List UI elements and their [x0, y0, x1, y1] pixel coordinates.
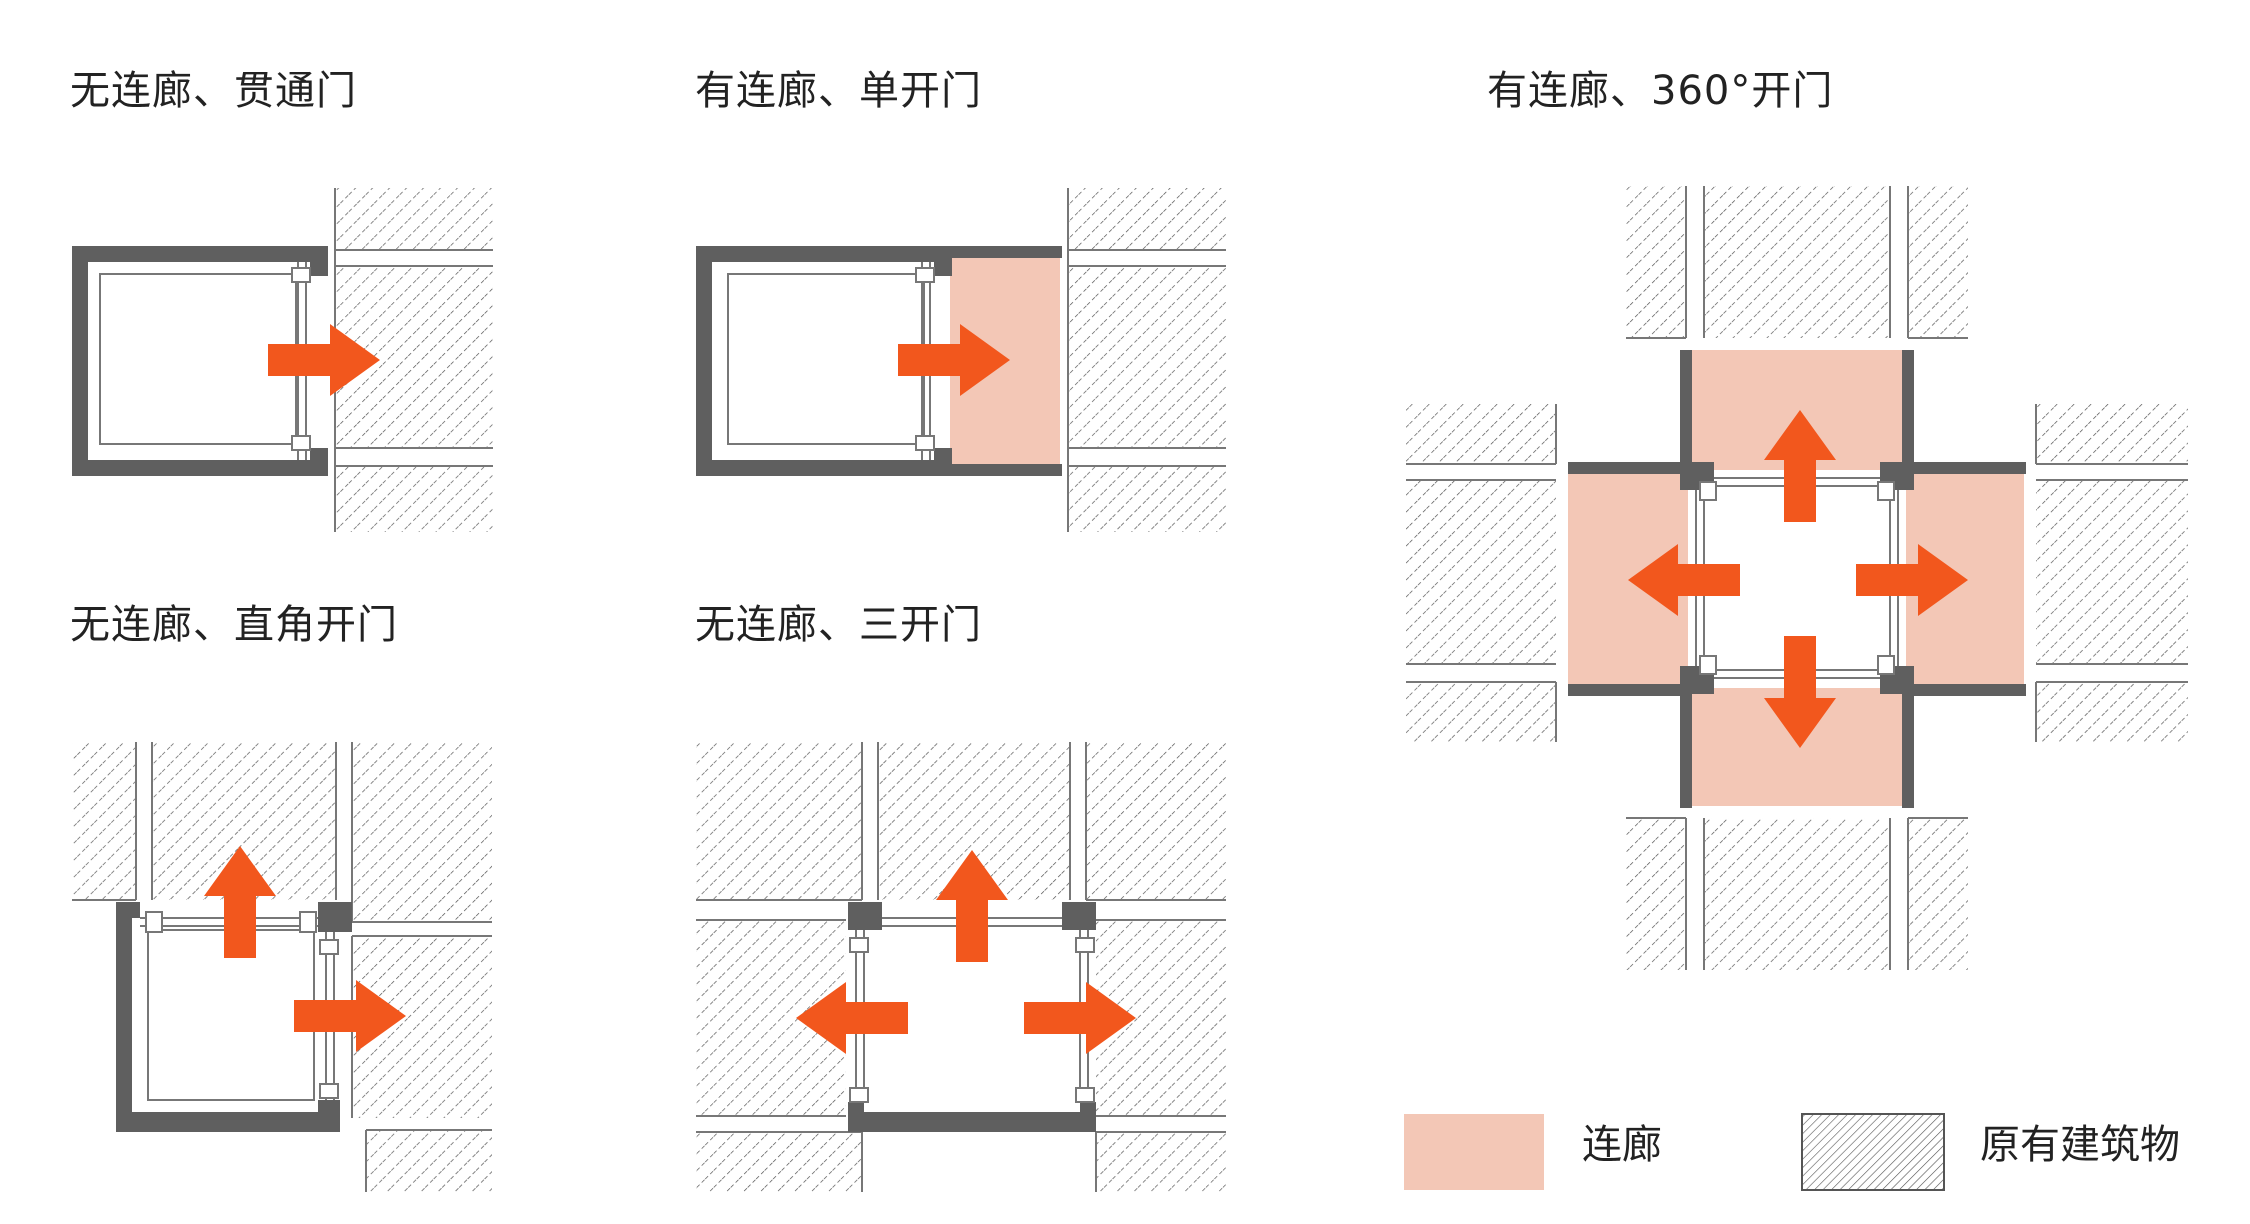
existing-building-block	[352, 742, 492, 922]
existing-building-block	[696, 1132, 862, 1192]
existing-building-block	[1068, 466, 1226, 532]
existing-building-block	[2036, 682, 2188, 742]
legend	[1404, 1113, 1945, 1191]
panel-single-door	[696, 188, 1226, 532]
panel-title-single-door: 有连廊、单开门	[695, 68, 982, 114]
existing-building-block	[696, 742, 862, 900]
existing-building-block	[1406, 682, 1556, 742]
panel-through-door	[72, 188, 493, 532]
existing-building-block	[1068, 266, 1226, 448]
panel-title-360-door: 有连廊、360°开门	[1487, 68, 1834, 114]
legend-label-corridor: 连廊	[1582, 1122, 1662, 1168]
existing-building-block	[1068, 188, 1226, 250]
existing-building-block	[1406, 404, 1556, 464]
panel-title-right-angle-door: 无连廊、直角开门	[70, 602, 398, 648]
existing-building-block	[1626, 186, 1686, 338]
existing-building-block	[1908, 818, 1968, 970]
elevator-car	[99, 273, 297, 445]
existing-building-block	[366, 1130, 492, 1192]
existing-building-block	[1626, 818, 1686, 970]
existing-building-block	[1086, 742, 1226, 900]
panel-right-angle-door	[72, 742, 492, 1192]
legend-swatch-corridor	[1404, 1114, 1544, 1190]
panel-360-door	[1406, 186, 2188, 970]
elevator-shaft-wall	[848, 1102, 1096, 1132]
existing-building-block	[72, 742, 136, 900]
legend-label-existing-building: 原有建筑物	[1980, 1122, 2180, 1168]
existing-building-block	[1704, 818, 1890, 970]
existing-building-block	[1704, 186, 1890, 338]
existing-building-block	[335, 466, 493, 532]
panel-title-through-door: 无连廊、贯通门	[70, 68, 357, 114]
existing-building-block	[2036, 404, 2188, 464]
panel-three-door	[696, 742, 1226, 1192]
existing-building-block	[1406, 480, 1556, 664]
existing-building-block	[1096, 1132, 1226, 1192]
existing-building-block	[1908, 186, 1968, 338]
existing-building-block	[335, 188, 493, 250]
elevator-car	[727, 273, 925, 445]
elevator-car	[147, 929, 315, 1101]
legend-swatch-existing-building	[1801, 1113, 1945, 1191]
panel-title-three-door: 无连廊、三开门	[695, 602, 982, 648]
existing-building-block	[2036, 480, 2188, 664]
